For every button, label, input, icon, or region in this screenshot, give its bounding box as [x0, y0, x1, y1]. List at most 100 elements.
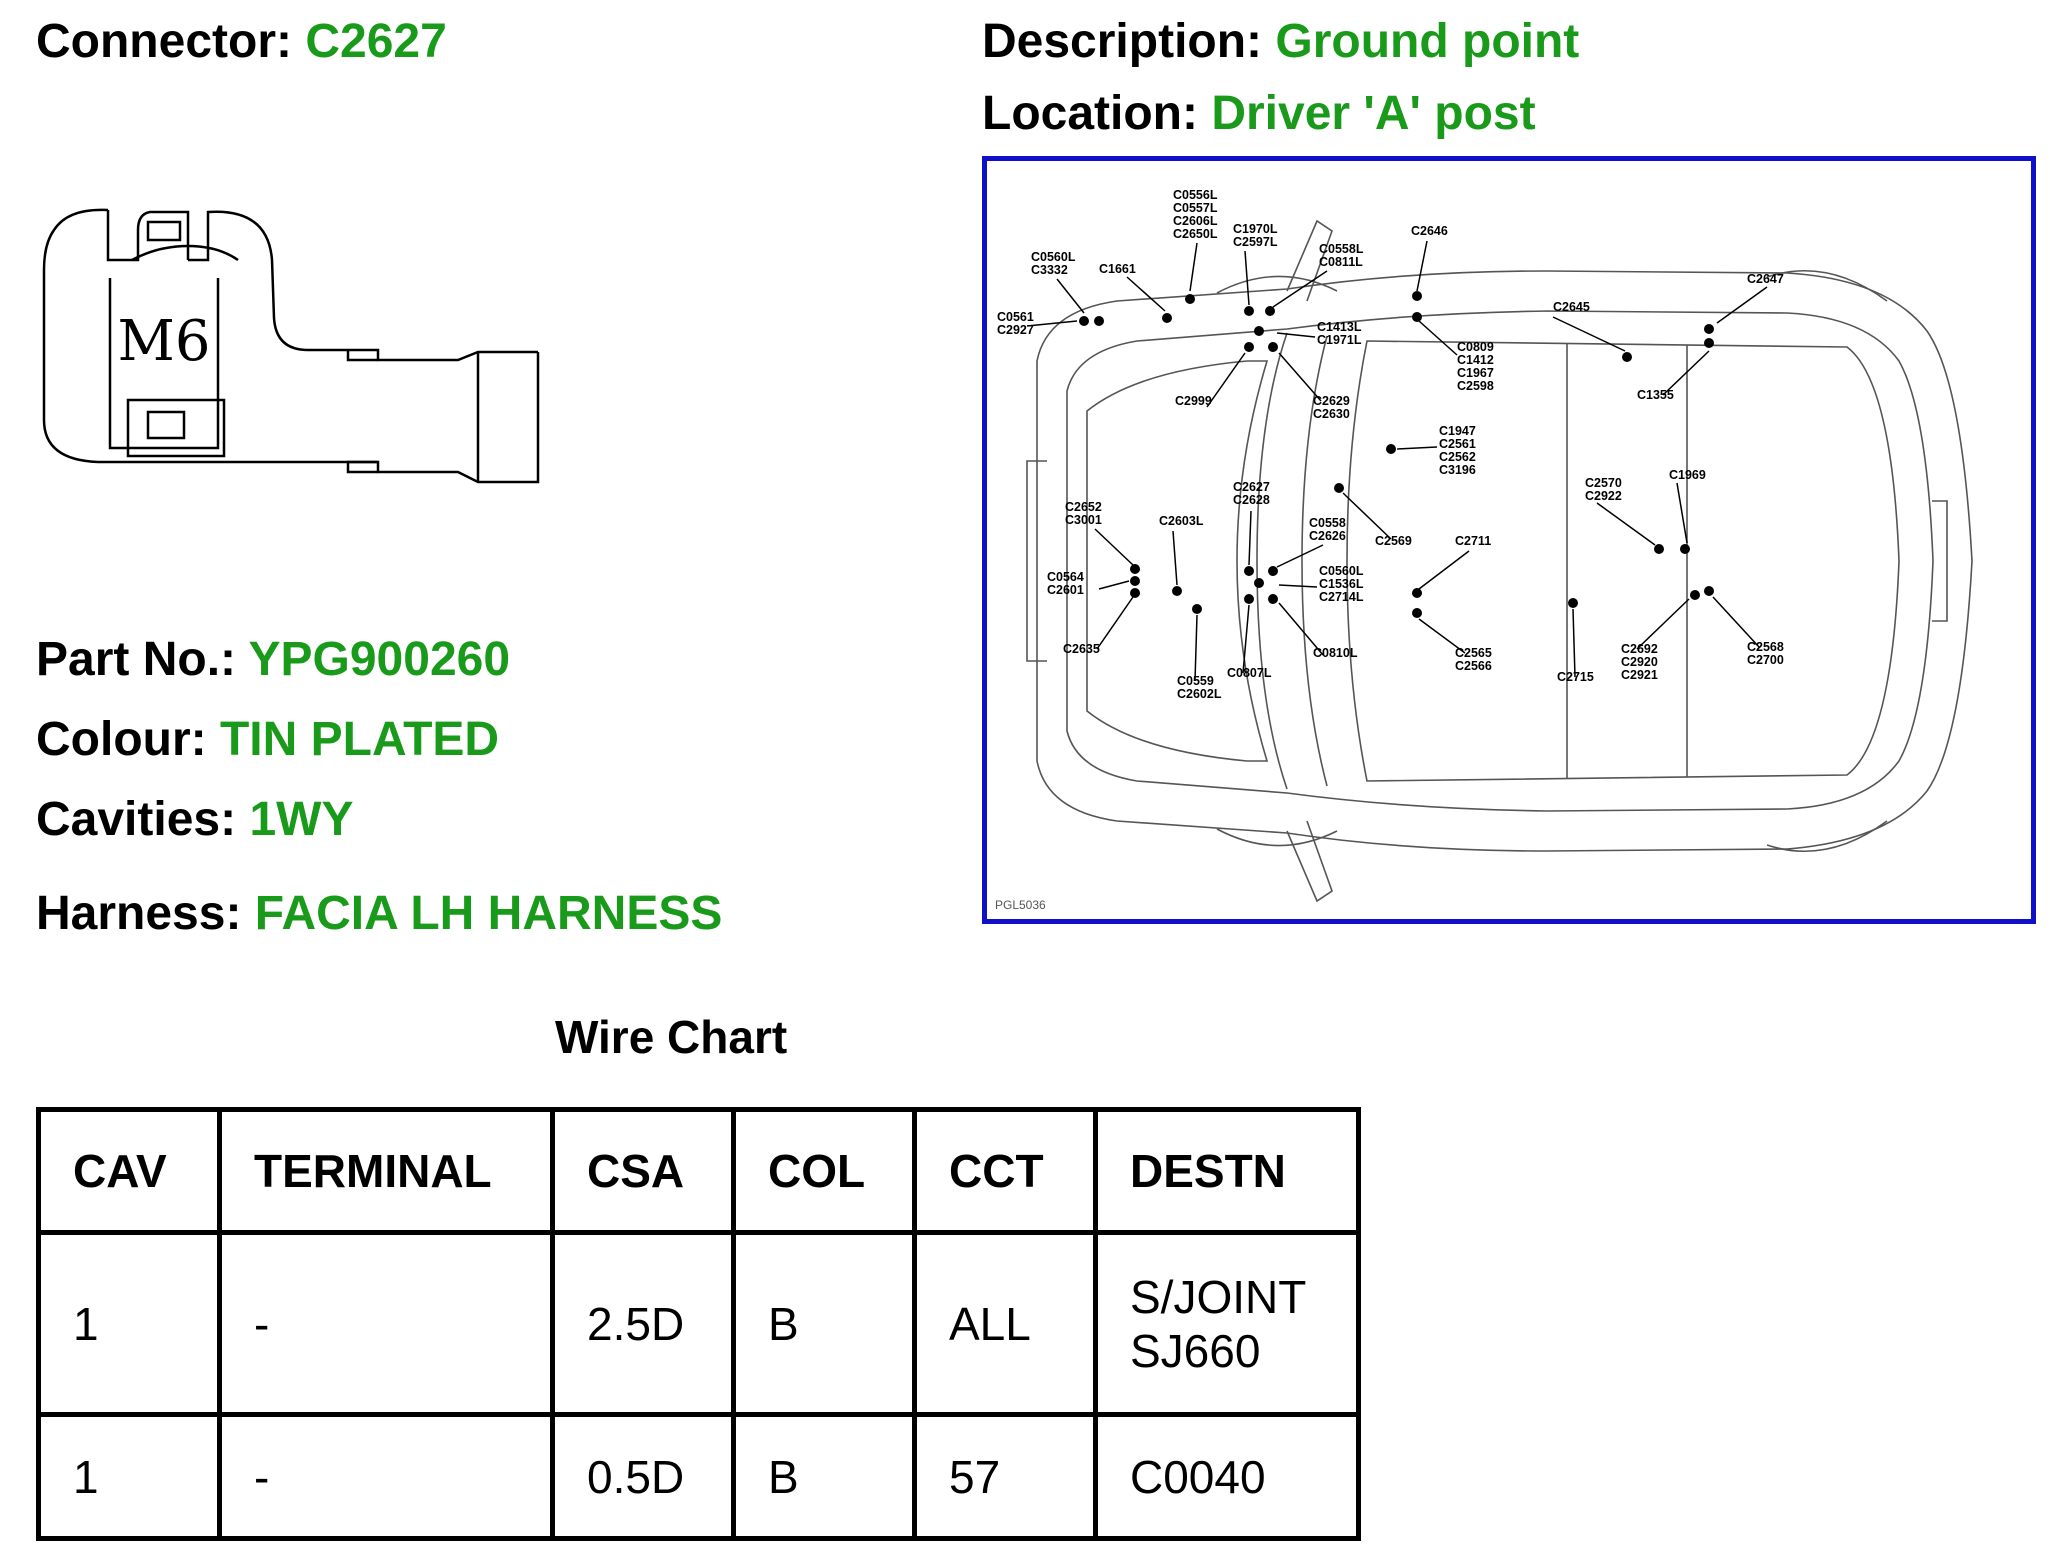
colour-label: Colour: — [36, 713, 207, 766]
connector-label-c1661: C1661 — [1099, 262, 1136, 276]
connector-label-c2570: C2570 — [1585, 476, 1622, 490]
wire-chart-table: CAV TERMINAL CSA COL CCT DESTN 1 - 2.5D … — [36, 1107, 1361, 1541]
cavities-value: 1WY — [249, 793, 354, 846]
wire-chart-title: Wire Chart — [555, 1011, 788, 1063]
cell-destn: C0040 — [1093, 1412, 1361, 1541]
connector-label-c1971l: C1971L — [1317, 333, 1362, 347]
connector-label-c0811l: C0811L — [1319, 255, 1363, 269]
ground-points — [1079, 291, 1714, 618]
connector-label-c2645: C2645 — [1553, 300, 1590, 314]
connector-field: Connector: C2627 — [36, 14, 447, 69]
connector-label-c2627: C2627 — [1233, 480, 1270, 494]
header-cav: CAV — [36, 1107, 222, 1235]
part-no-label: Part No.: — [36, 633, 237, 686]
connector-label-c2597l: C2597L — [1233, 235, 1278, 249]
connector-drawing: M6 — [42, 208, 540, 484]
connector-label-c1969: C1969 — [1669, 468, 1706, 482]
connector-label-c1947: C1947 — [1439, 424, 1476, 438]
location-field: Location: Driver 'A' post — [982, 86, 1536, 141]
connector-label-c2921: C2921 — [1621, 668, 1658, 682]
connector-label-c2602l: C2602L — [1177, 687, 1222, 701]
cell-terminal: - — [217, 1230, 555, 1417]
vehicle-outline — [1026, 219, 1973, 903]
connector-label-c0810l: C0810L — [1313, 646, 1358, 660]
harness-label: Harness: — [36, 887, 242, 940]
connector-label-c2628: C2628 — [1233, 493, 1270, 507]
cavities-field: Cavities: 1WY — [36, 792, 353, 847]
cell-csa: 0.5D — [550, 1412, 736, 1541]
connector-label-c2630: C2630 — [1313, 407, 1350, 421]
connector-label-c2603l: C2603L — [1159, 514, 1204, 528]
connector-label-c0561: C0561 — [997, 310, 1034, 324]
connector-label-c3001: C3001 — [1065, 513, 1102, 527]
connector-label-c2647: C2647 — [1747, 272, 1784, 286]
stud-size-label: M6 — [118, 309, 211, 374]
connector-label-c1412: C1412 — [1457, 353, 1494, 367]
connector-label-c2711: C2711 — [1455, 534, 1491, 548]
connector-label-c1413l: C1413L — [1317, 320, 1362, 334]
connector-label-c0564: C0564 — [1047, 570, 1084, 584]
connector-label-c0558l: C0558L — [1319, 242, 1364, 256]
connector-label-c2692: C2692 — [1621, 642, 1658, 656]
destn-line-2: SJ660 — [1130, 1324, 1261, 1377]
connector-label-c2601: C2601 — [1047, 583, 1084, 597]
cell-col: B — [731, 1412, 917, 1541]
connector-label-c2562: C2562 — [1439, 450, 1476, 464]
cell-cav: 1 — [36, 1230, 222, 1417]
connector-label-c2999: C2999 — [1175, 394, 1212, 408]
harness-value: FACIA LH HARNESS — [254, 887, 723, 940]
connector-label-c2920: C2920 — [1621, 655, 1658, 669]
header-terminal: TERMINAL — [217, 1107, 555, 1235]
cell-cav: 1 — [36, 1412, 222, 1541]
connector-label-c0560l: C0560L — [1319, 564, 1364, 578]
cavities-label: Cavities: — [36, 793, 237, 846]
connector-label-c3196: C3196 — [1439, 463, 1476, 477]
connector-label-c2565: C2565 — [1455, 646, 1492, 660]
header-cct: CCT — [912, 1107, 1098, 1235]
cell-cct: 57 — [912, 1412, 1098, 1541]
connector-label-c3332: C3332 — [1031, 263, 1068, 277]
colour-value: TIN PLATED — [219, 713, 500, 766]
connector-label-c2569: C2569 — [1375, 534, 1412, 548]
connector-label-c2700: C2700 — [1747, 653, 1784, 667]
connector-label-c1970l: C1970L — [1233, 222, 1278, 236]
connector-label-c0807l: C0807L — [1227, 666, 1272, 680]
connector-label-c2568: C2568 — [1747, 640, 1784, 654]
destn-line-1: S/JOINT — [1130, 1270, 1307, 1323]
connector-label-c2715: C2715 — [1557, 670, 1594, 684]
leader-lines — [1026, 240, 1768, 682]
connector-label-c2652: C2652 — [1065, 500, 1102, 514]
connector-label-c2922: C2922 — [1585, 489, 1622, 503]
connector-label-c2629: C2629 — [1313, 394, 1350, 408]
connector-label-c0809: C0809 — [1457, 340, 1494, 354]
cell-destn: S/JOINT SJ660 — [1093, 1230, 1361, 1417]
cell-terminal: - — [217, 1412, 555, 1541]
connector-label-c0556l: C0556L — [1173, 188, 1218, 202]
header-csa: CSA — [550, 1107, 736, 1235]
cell-col: B — [731, 1230, 917, 1417]
description-field: Description: Ground point — [982, 14, 1579, 69]
table-row: 1 - 0.5D B 57 C0040 — [36, 1412, 1361, 1541]
connector-value: C2627 — [305, 15, 447, 68]
connector-label-c2598: C2598 — [1457, 379, 1494, 393]
connector-label-c1355: C1355 — [1637, 388, 1674, 402]
connector-label-c2927: C2927 — [997, 323, 1034, 337]
connector-label-c2714l: C2714L — [1319, 590, 1364, 604]
location-value: Driver 'A' post — [1211, 87, 1536, 140]
location-label: Location: — [982, 87, 1198, 140]
table-row: 1 - 2.5D B ALL S/JOINT SJ660 — [36, 1230, 1361, 1417]
harness-field: Harness: FACIA LH HARNESS — [36, 886, 722, 941]
cell-cct: ALL — [912, 1230, 1098, 1417]
connector-label: Connector: — [36, 15, 292, 68]
description-label: Description: — [982, 15, 1263, 68]
table-header-row: CAV TERMINAL CSA COL CCT DESTN — [36, 1107, 1361, 1235]
connector-label-c0557l: C0557L — [1173, 201, 1218, 215]
connector-label-c2606l: C2606L — [1173, 214, 1218, 228]
diagram-reference: PGL5036 — [995, 898, 1046, 912]
connector-label-c1967: C1967 — [1457, 366, 1494, 380]
description-value: Ground point — [1275, 15, 1580, 68]
connector-label-c2635: C2635 — [1063, 642, 1100, 656]
